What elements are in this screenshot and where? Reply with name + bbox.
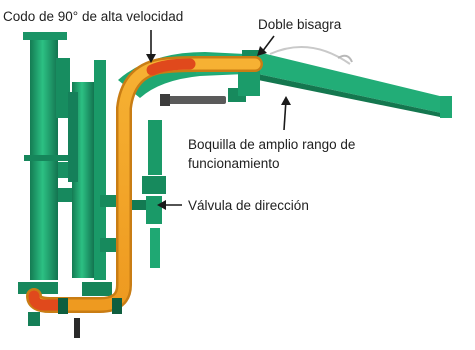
hinge-arrow [261,35,275,53]
nozzle-label-line2: funcionamiento [188,156,280,171]
boom [258,45,452,118]
hydraulic-cylinder [160,88,246,106]
callout-arrows [146,30,291,210]
base [28,312,80,338]
flow-tube [26,56,263,314]
hinge-label: Doble bisagra [258,17,342,32]
valve-label: Válvula de dirección [188,198,309,213]
vertical-column [18,32,78,294]
valve-assembly [132,120,166,268]
middle-structure [68,60,122,296]
nozzle-label-line1: Boquilla de amplio rango de [188,137,356,152]
elbow-label: Codo de 90° de alta velocidad [3,9,184,24]
